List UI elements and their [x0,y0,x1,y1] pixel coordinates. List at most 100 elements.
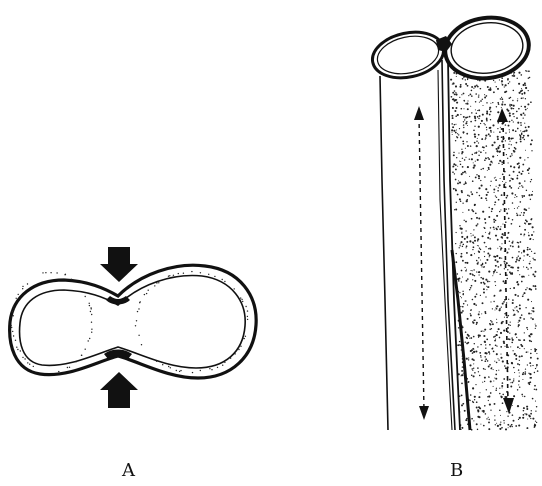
stipple-dot [480,100,482,102]
stipple-dot [478,126,480,128]
stipple-dot [461,270,463,272]
stipple-dot [467,338,468,339]
stipple-dot [466,358,468,360]
stipple-dot [492,308,493,309]
stipple-dot [459,225,460,226]
stipple-dot [15,340,16,341]
stipple-dot [494,141,496,143]
stipple-dot [497,102,499,104]
stipple-dot [478,313,480,315]
stipple-dot [534,259,536,261]
stipple-dot [462,291,463,292]
stipple-dot [490,87,492,89]
stipple-dot [144,294,145,295]
stipple-dot [457,133,458,134]
stipple-dot [500,209,501,210]
stipple-dot [494,177,495,178]
stipple-dot [488,395,490,397]
stipple-dot [138,335,139,336]
stipple-dot [520,130,521,131]
stipple-dot [242,301,243,302]
stipple-dot [490,227,491,228]
stipple-dot [459,97,460,98]
stipple-dot [485,279,487,281]
stipple-dot [530,181,531,182]
stipple-dot [498,359,499,360]
stipple-dot [531,194,533,196]
stipple-dot [523,266,524,267]
stipple-dot [509,185,511,187]
stipple-dot [12,331,13,332]
stipple-dot [506,278,508,280]
stipple-dot [495,424,496,425]
stipple-dot [502,162,503,163]
stipple-dot [515,358,517,360]
stipple-dot [478,396,480,398]
stipple-dot [495,82,496,83]
stipple-dot [460,114,461,115]
stipple-dot [527,249,529,251]
stipple-dot [501,136,503,138]
stipple-dot [463,121,464,122]
stipple-dot [519,360,520,361]
stipple-dot [452,92,454,94]
stipple-dot [463,143,465,145]
stipple-dot [474,280,476,282]
stipple-dot [520,201,522,203]
stipple-dot [522,170,524,172]
stipple-dot [518,83,520,85]
stipple-dot [525,109,527,111]
stipple-dot [489,404,491,406]
stipple-dot [517,283,519,285]
stipple-dot [511,107,513,109]
stipple-dot [495,179,497,181]
stipple-dot [484,329,486,331]
stipple-dot [500,354,501,355]
stipple-dot [477,116,479,118]
stipple-dot [473,320,474,321]
stipple-dot [498,104,499,105]
stipple-dot [222,279,223,280]
stipple-dot [515,261,517,263]
stipple-dot [200,370,201,371]
stipple-dot [530,413,532,415]
stipple-dot [458,280,460,282]
stipple-dot [478,176,480,178]
stipple-dot [496,272,497,273]
stipple-dot [513,90,515,92]
stipple-dot [478,416,480,418]
stipple-dot [480,180,481,181]
stipple-dot [502,173,504,175]
stipple-dot [512,155,513,156]
stipple-dot [470,337,472,339]
stipple-dot [453,188,455,190]
stipple-dot [505,140,506,141]
stipple-dot [524,106,526,108]
stipple-dot [516,306,518,308]
stipple-dot [460,296,461,297]
stipple-dot [524,348,525,349]
stipple-dot [501,77,503,79]
stipple-dot [525,223,526,224]
stipple-dot [467,318,469,320]
stipple-dot [20,350,21,351]
stipple-dot [462,203,463,204]
stipple-dot [481,330,483,332]
stipple-dot [511,266,513,268]
stipple-dot [462,212,463,213]
stipple-dot [455,179,457,181]
stipple-dot [471,90,473,92]
stipple-dot [511,242,513,244]
stipple-dot [497,122,499,124]
stipple-dot [508,299,509,300]
stipple-dot [515,194,517,196]
stipple-dot [518,162,520,164]
stipple-dot [519,226,520,227]
stipple-dot [455,168,457,170]
stipple-dot [506,262,508,264]
stipple-dot [461,173,463,175]
stipple-dot [525,98,526,99]
stipple-dot [473,88,474,89]
stipple-dot [491,328,492,329]
stipple-dot [489,353,490,354]
